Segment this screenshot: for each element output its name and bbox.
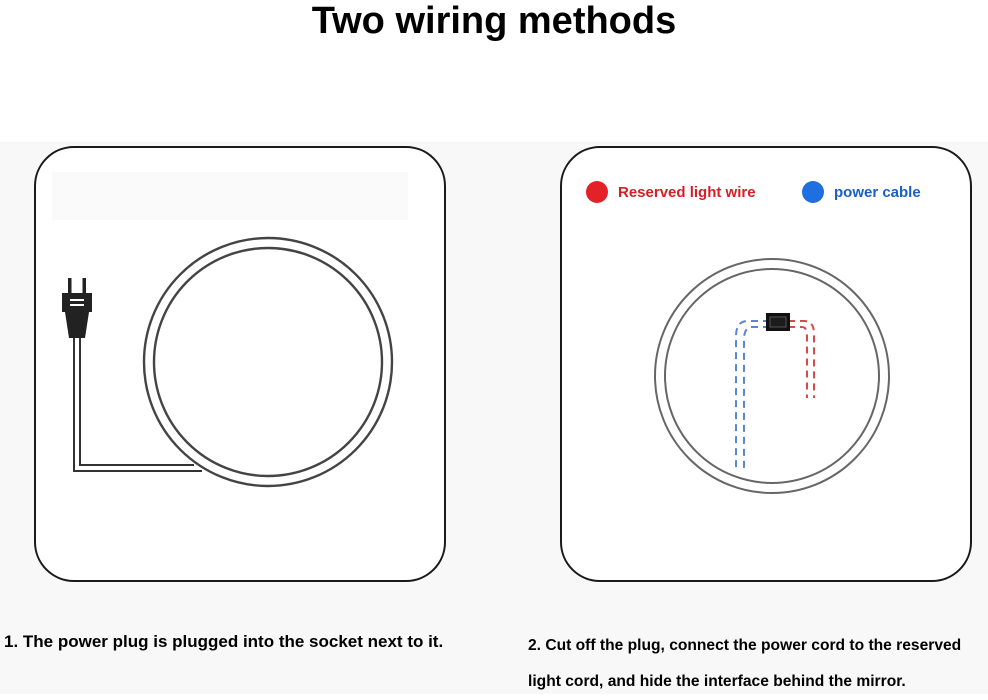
power-plug-icon	[62, 278, 92, 338]
red-dot-icon	[586, 181, 608, 203]
legend-power-label: power cable	[834, 183, 921, 201]
mirror-ring	[142, 236, 394, 488]
method-1-panel	[34, 146, 446, 582]
method-2-panel: Reserved light wire power cable	[560, 146, 972, 582]
caption-method-2-line-1: 2. Cut off the plug, connect the power c…	[528, 637, 962, 654]
power-cord	[73, 336, 202, 472]
legend-power-cable: power cable	[802, 178, 921, 206]
legend-reserved-light-wire: Reserved light wire	[586, 178, 756, 206]
power-cable-wire	[735, 320, 770, 472]
method-1-diagram	[62, 236, 394, 488]
legend-reserved-label: Reserved light wire	[618, 183, 756, 201]
caption-method-2: 2. Cut off the plug, connect the power c…	[528, 628, 988, 700]
mirror-ring	[654, 258, 890, 494]
page-title: Two wiring methods	[311, 0, 677, 42]
panel-shade	[52, 172, 408, 220]
method-2-diagram	[654, 258, 890, 494]
caption-method-1: 1. The power plug is plugged into the so…	[4, 632, 444, 651]
caption-method-2-line-2: light cord, and hide the interface behin…	[528, 673, 906, 690]
connector-block-icon	[766, 313, 790, 331]
reserved-light-wire	[788, 320, 815, 398]
blue-dot-icon	[802, 181, 824, 203]
